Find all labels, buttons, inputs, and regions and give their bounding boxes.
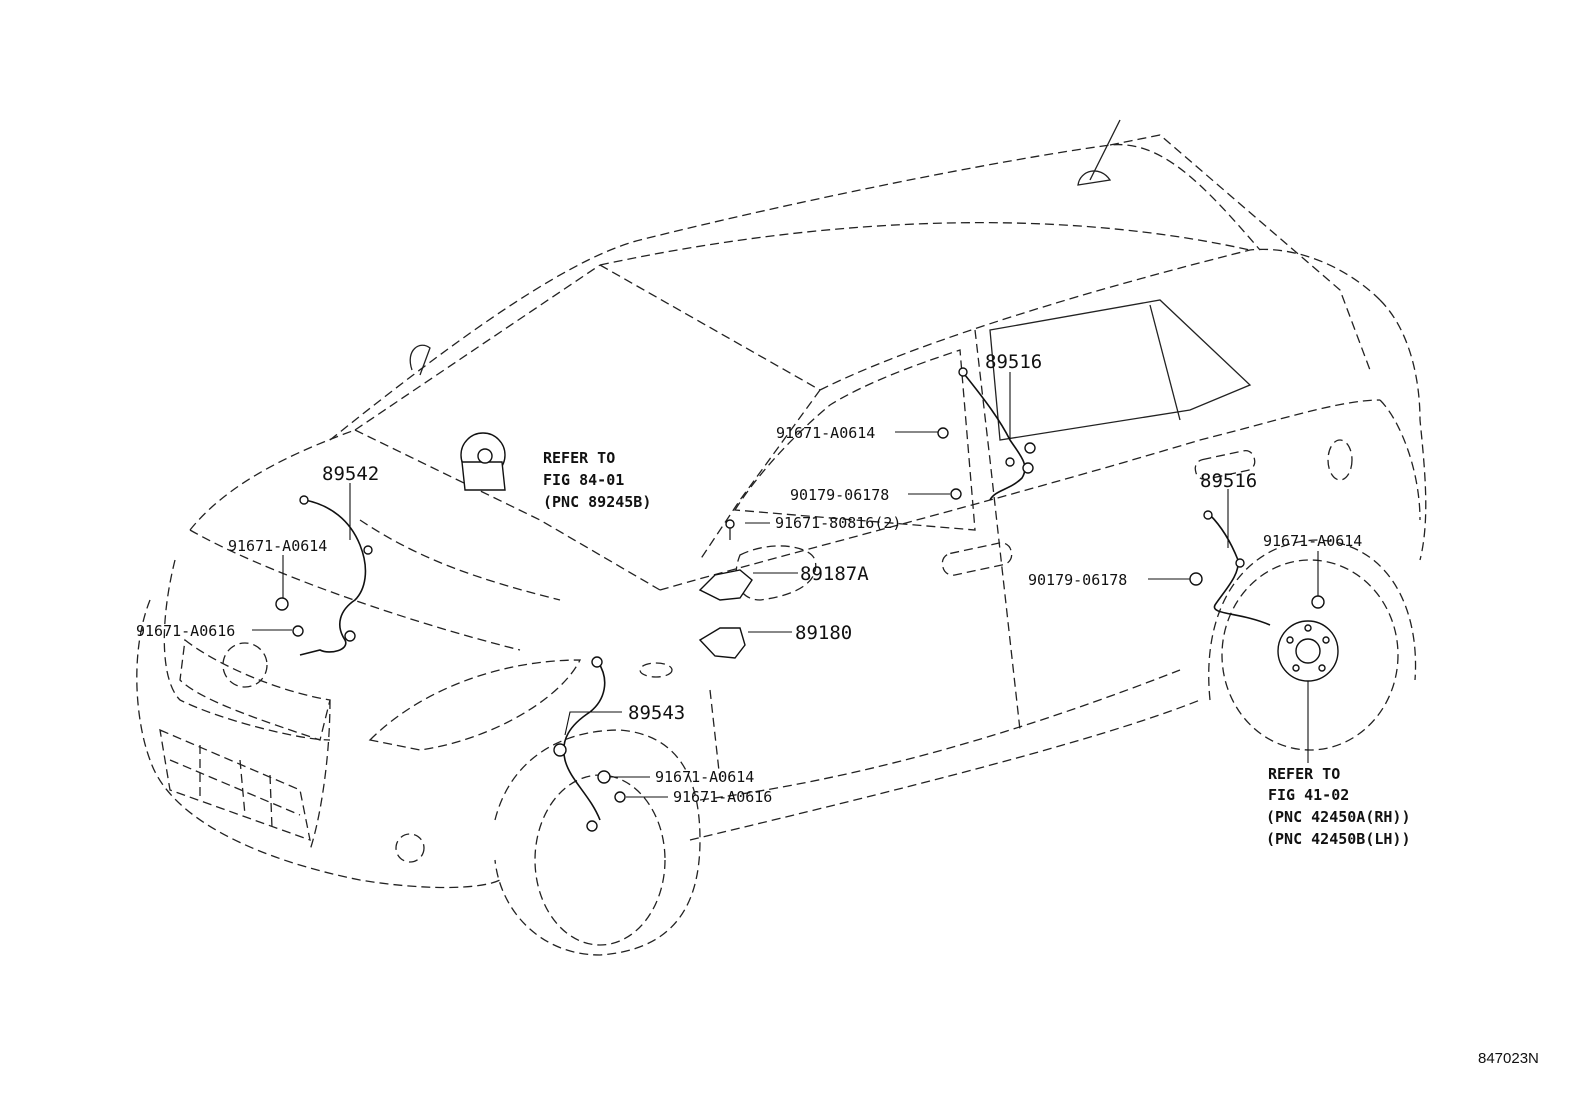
refer-rear-line2: FIG 41-02 <box>1268 786 1349 804</box>
leader-lines <box>252 372 1319 798</box>
label-89542: 89542 <box>322 463 379 485</box>
bolt-icon <box>725 519 735 540</box>
sensor-wire-89516-upper <box>958 367 1036 501</box>
clip-icon <box>950 488 962 500</box>
refer-rear-line3: (PNC 42450A(RH)) <box>1266 808 1411 826</box>
label-91671-a0616-front-wheel: 91671-A0616 <box>673 788 772 806</box>
label-90179-06178-door: 90179-06178 <box>790 486 889 504</box>
clip-icon <box>1189 572 1203 586</box>
clip-icon <box>597 770 611 784</box>
bolt-icon <box>292 625 304 637</box>
bolt-icon <box>614 791 626 803</box>
label-91671-a0614-door: 91671-A0614 <box>776 424 875 442</box>
label-90179-06178-rear: 90179-06178 <box>1028 571 1127 589</box>
label-89516-rear: 89516 <box>1200 470 1257 492</box>
label-91671-a0616-front-left: 91671-A0616 <box>136 622 235 640</box>
label-89187a: 89187A <box>800 563 869 585</box>
label-91671-a0614-front-wheel: 91671-A0614 <box>655 768 754 786</box>
airbag-sensor-icon <box>460 432 506 491</box>
clip-icon <box>937 427 949 439</box>
drawing-code: 847023N <box>1478 1050 1539 1067</box>
refer-rear-line4: (PNC 42450B(LH)) <box>1266 830 1411 848</box>
sensor-wire-89516-rear <box>1203 510 1271 626</box>
label-91671-a0614-front-left: 91671-A0614 <box>228 537 327 555</box>
label-89516-upper: 89516 <box>985 351 1042 373</box>
sensor-wire-89543 <box>553 656 606 832</box>
label-91671-80816: 91671-80816(2) <box>775 514 901 532</box>
sensor-89180 <box>698 627 746 659</box>
bracket-89187a <box>698 569 753 601</box>
bolt-icon <box>1311 595 1325 609</box>
label-89543: 89543 <box>628 702 685 724</box>
refer-upper-line3: (PNC 89245B) <box>543 493 651 511</box>
refer-upper-line2: FIG 84-01 <box>543 471 624 489</box>
refer-upper-line1: REFER TO <box>543 449 615 467</box>
clip-icon <box>275 597 289 611</box>
rear-hub-icon <box>1277 620 1339 682</box>
sensor-wire-89542 <box>299 495 373 656</box>
refer-rear-line1: REFER TO <box>1268 765 1340 783</box>
label-89180: 89180 <box>795 622 852 644</box>
car-body-outline <box>136 119 1427 956</box>
label-91671-a0614-rear: 91671-A0614 <box>1263 532 1362 550</box>
